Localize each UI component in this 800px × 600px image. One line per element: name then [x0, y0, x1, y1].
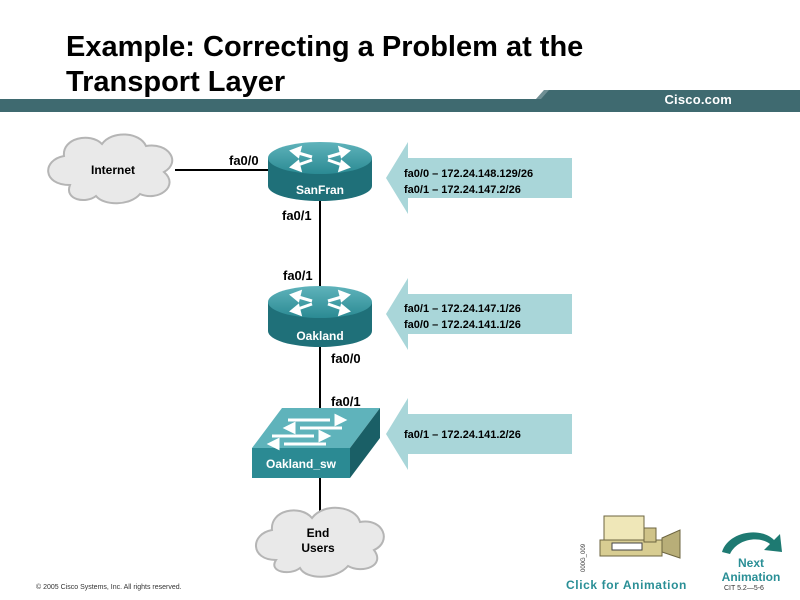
oakland-switch: Oakland_sw	[252, 408, 380, 478]
title-line-2: Transport Layer	[66, 66, 286, 98]
header-bar	[0, 90, 800, 112]
oakland-label: Oakland	[296, 329, 343, 343]
next-animation-button[interactable]: Next Animation	[712, 556, 790, 584]
port-label-sanfran-fa00: fa0/0	[229, 153, 259, 168]
internet-label: Internet	[91, 163, 135, 177]
end-users-cloud: End Users	[255, 506, 385, 578]
title-line-1: Example: Correcting a Problem at the	[66, 31, 584, 63]
port-label-switch-fa01: fa0/1	[331, 394, 361, 409]
port-label-oakland-fa00: fa0/0	[331, 351, 361, 366]
router-arrows-icon	[289, 289, 351, 317]
figure-id: 000G_009	[581, 543, 587, 572]
callout-sanfran-line-1: fa0/0 – 172.24.148.129/26	[404, 168, 533, 180]
next-animation-line-2: Animation	[721, 570, 781, 584]
port-label-oakland-fa01: fa0/1	[283, 268, 313, 283]
switch-arrows-icon	[266, 413, 348, 451]
callout-oakland: fa0/1 – 172.24.147.1/26 fa0/0 – 172.24.1…	[386, 278, 572, 350]
oakland-sw-label: Oakland_sw	[266, 457, 337, 471]
copyright-footer: © 2005 Cisco Systems, Inc. All rights re…	[36, 584, 182, 591]
callout-sanfran-line-2: fa0/1 – 172.24.147.2/26	[404, 184, 521, 196]
sanfran-router: SanFran	[268, 142, 372, 201]
slide-title: Example: Correcting a Problem at the Tra…	[66, 30, 746, 100]
internet-cloud: Internet	[47, 133, 174, 205]
port-label-sanfran-fa01: fa0/1	[282, 208, 312, 223]
end-users-label-2: Users	[301, 541, 335, 555]
end-users-label-1: End	[307, 526, 330, 540]
sanfran-label: SanFran	[296, 183, 344, 197]
callout-sanfran: fa0/0 – 172.24.148.129/26 fa0/1 – 172.24…	[386, 142, 572, 214]
callout-oakland-line-1: fa0/1 – 172.24.147.1/26	[404, 303, 521, 315]
course-code: CIT 5.2—5-6	[724, 585, 764, 592]
projector-icon[interactable]	[599, 515, 681, 559]
next-animation-line-1: Next	[737, 556, 764, 570]
cisco-brand: Cisco.com	[664, 92, 732, 107]
router-arrows-icon	[289, 145, 351, 173]
callout-switch: fa0/1 – 172.24.141.2/26	[386, 398, 572, 470]
callout-oakland-line-2: fa0/0 – 172.24.141.1/26	[404, 319, 521, 331]
oakland-router: Oakland	[268, 286, 372, 347]
callout-switch-line-1: fa0/1 – 172.24.141.2/26	[404, 429, 521, 441]
next-arrow-icon[interactable]	[722, 532, 782, 554]
click-for-animation-link[interactable]: Click for Animation	[566, 578, 687, 592]
